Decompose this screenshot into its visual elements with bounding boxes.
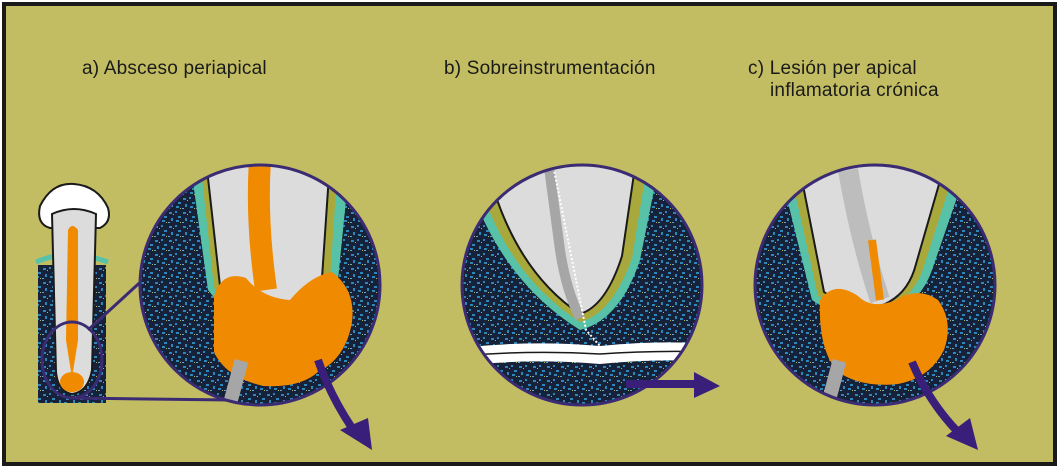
label-c-line2: inflamatoria crónica [770,80,939,102]
label-b: b) Sobreinstrumentación [444,58,656,80]
label-a: a) Absceso periapical [82,58,267,80]
label-c-line1: c) Lesión per apical [748,58,917,80]
